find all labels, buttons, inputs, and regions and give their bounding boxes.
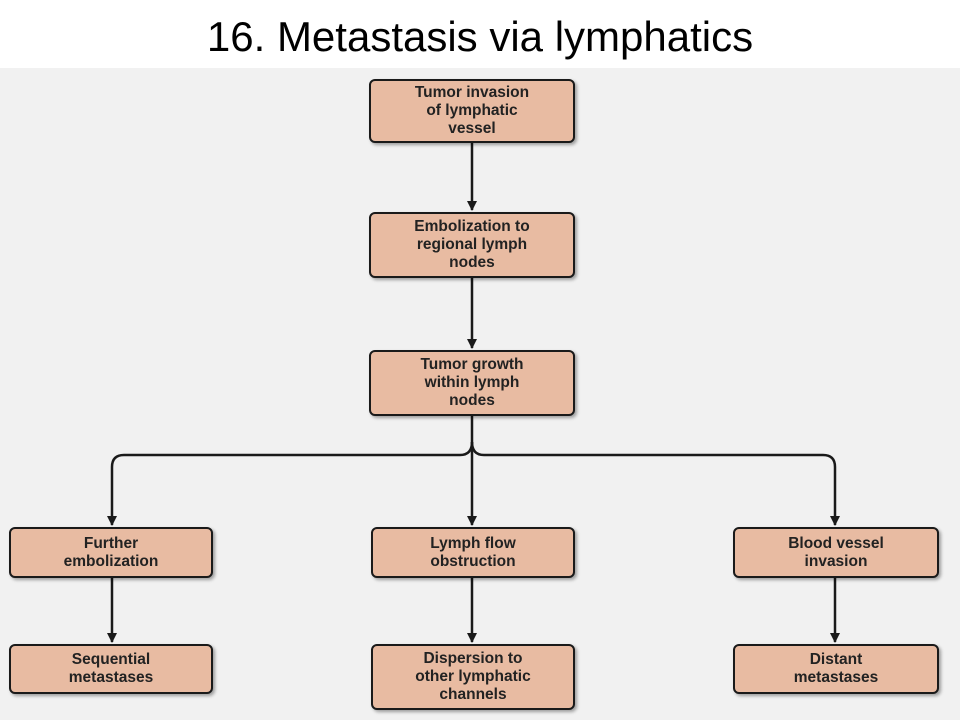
node-embolization: Embolization to regional lymph nodes: [369, 212, 575, 278]
node-further-embolization: Further embolization: [9, 527, 213, 578]
node-sequential-metastases: Sequential metastases: [9, 644, 213, 694]
branch-connector: [107, 416, 474, 526]
branch-connector-right: [470, 441, 840, 526]
node-dispersion: Dispersion to other lymphatic channels: [371, 644, 575, 710]
node-lymph-flow-obstruction: Lymph flow obstruction: [371, 527, 575, 578]
node-tumor-invasion: Tumor invasion of lymphatic vessel: [369, 79, 575, 143]
page-title: 16. Metastasis via lymphatics: [206, 13, 754, 60]
node-blood-vessel-invasion: Blood vessel invasion: [733, 527, 939, 578]
node-distant-metastases: Distant metastases: [733, 644, 939, 694]
node-tumor-growth: Tumor growth within lymph nodes: [369, 350, 575, 416]
